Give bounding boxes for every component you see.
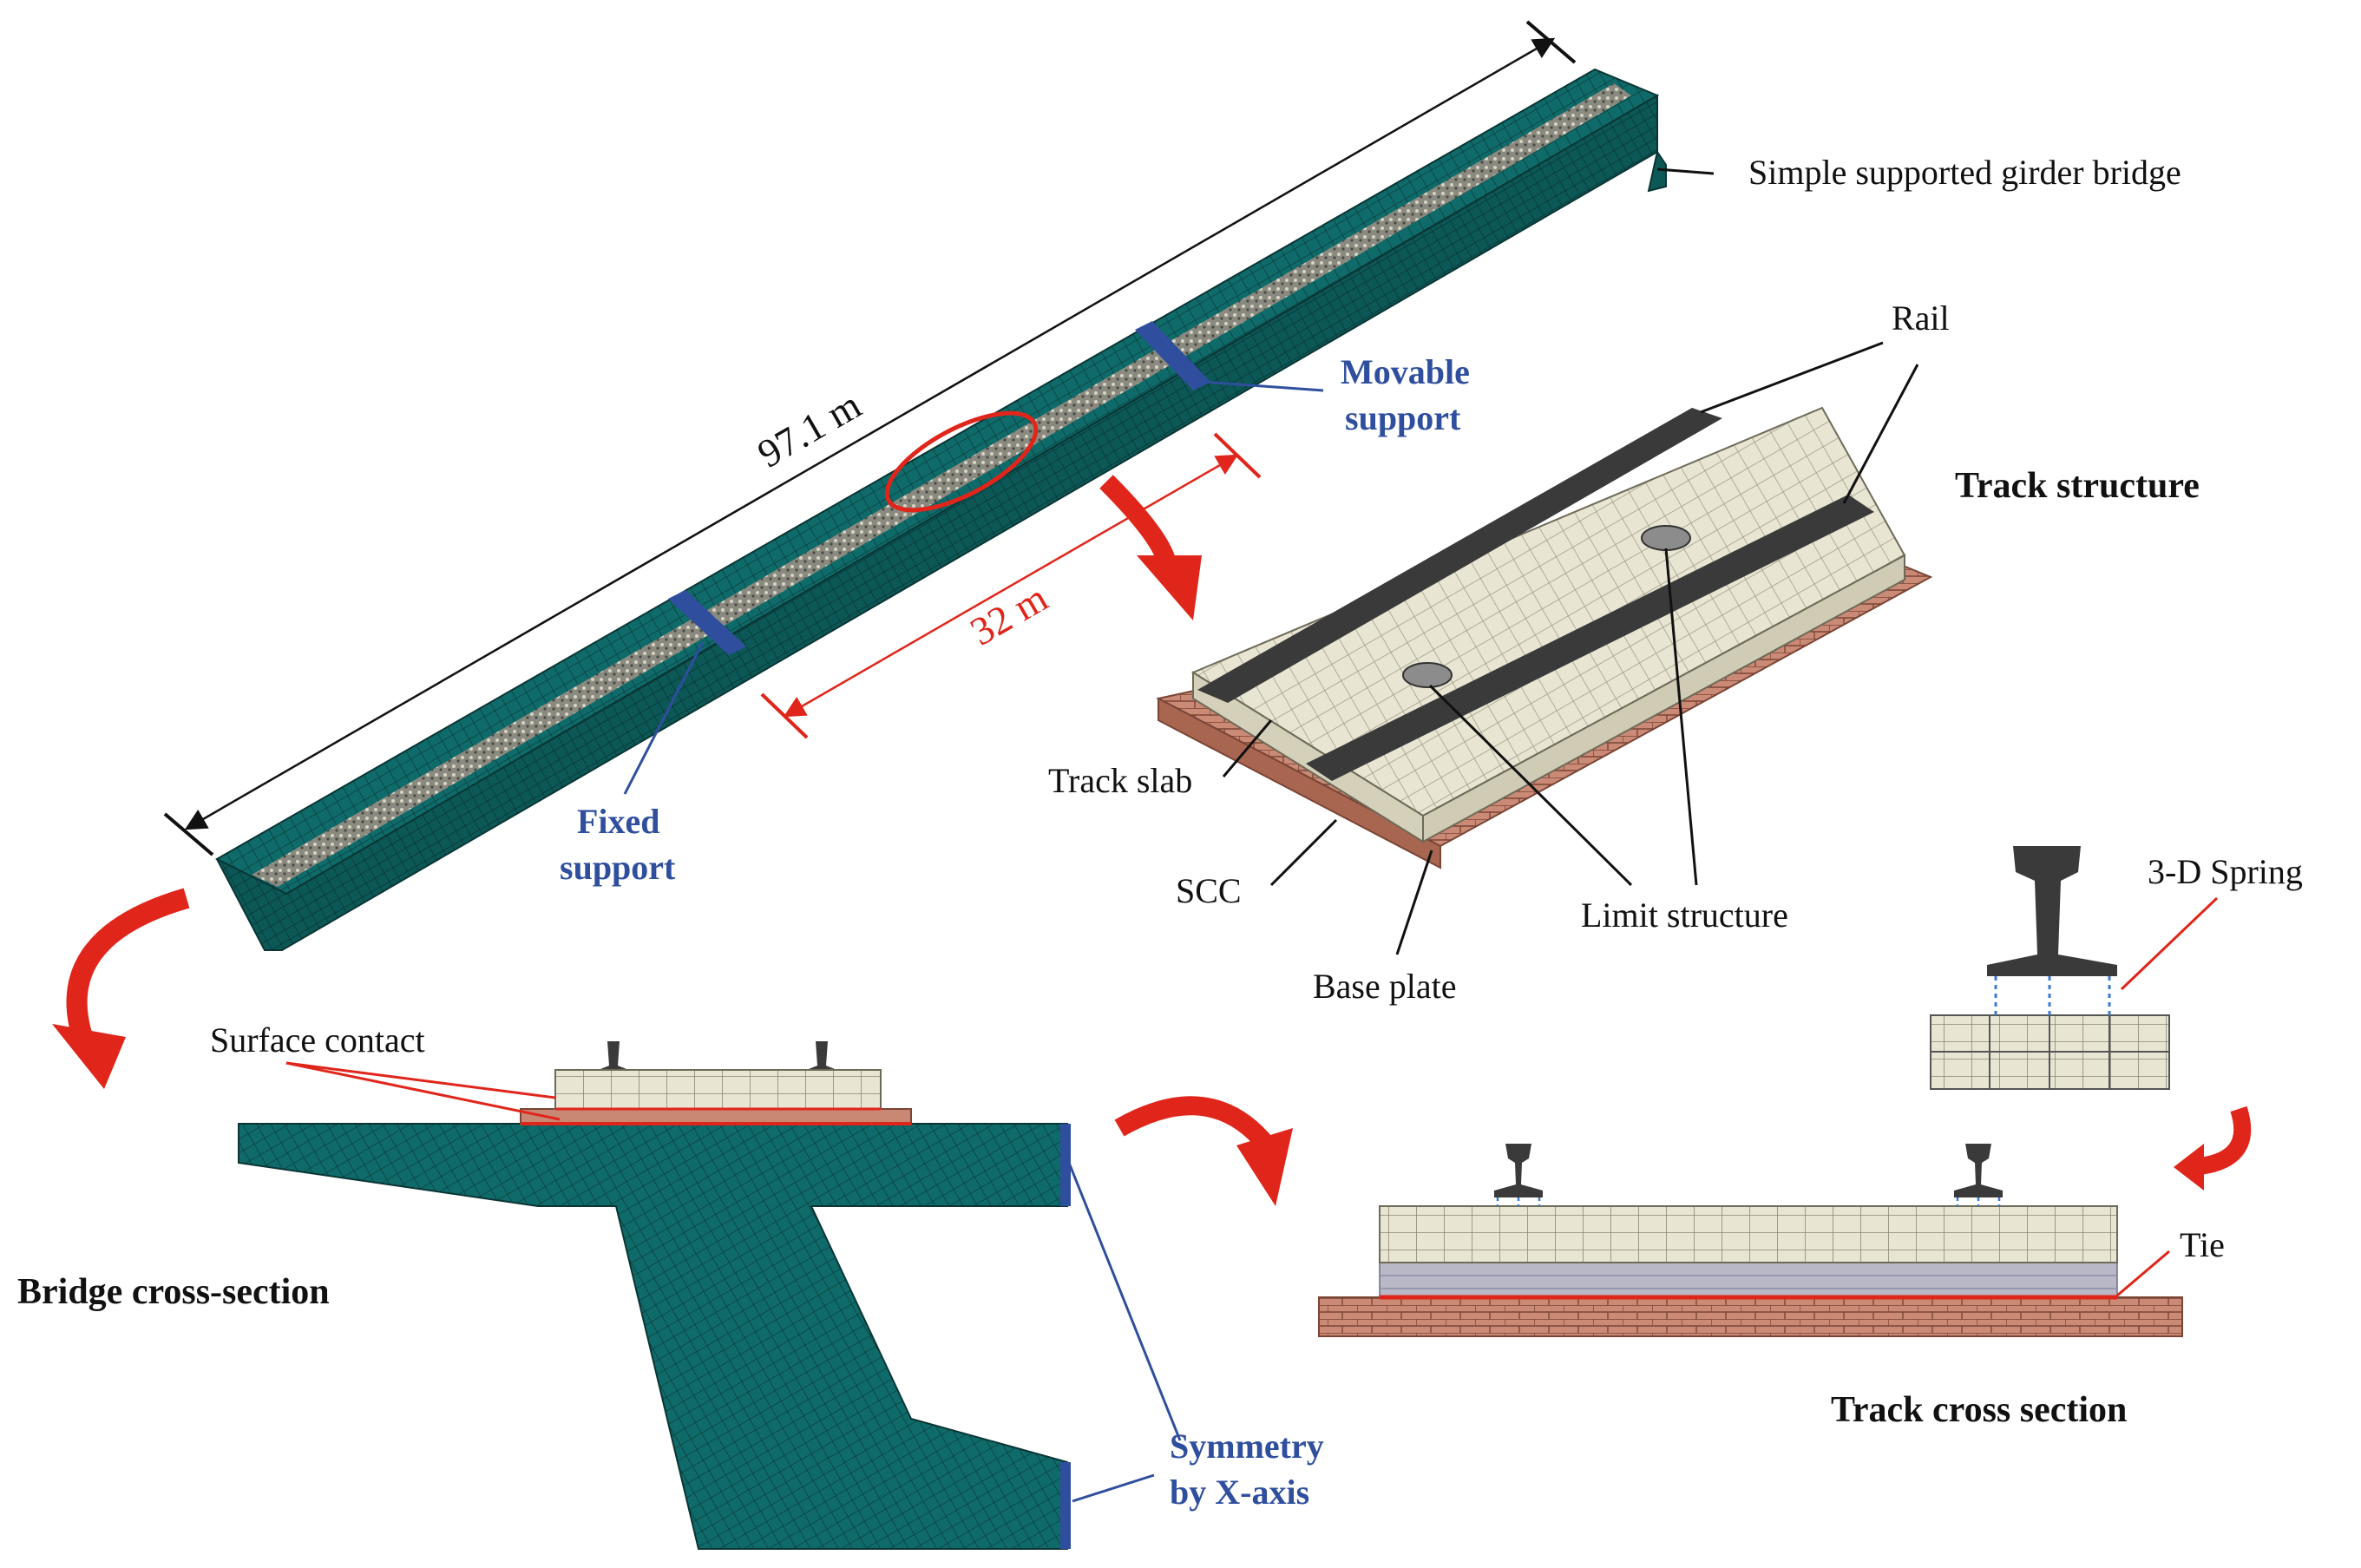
- track-structure-3d: [1156, 406, 1933, 869]
- symmetry-marker-bottom: [1060, 1462, 1071, 1549]
- track-slab-leader: [1222, 719, 1273, 777]
- red-arrow-to-bridge-section: [52, 888, 190, 1089]
- span-total-label: 97.1 m: [751, 382, 869, 476]
- spring-rail: [1987, 846, 2117, 976]
- symmetry-leader-2: [1072, 1473, 1155, 1503]
- fixed-support-leader: [623, 641, 705, 795]
- scc-leader: [1269, 818, 1338, 887]
- track-slab-label: Track slab: [1048, 761, 1192, 800]
- base-plate-leader: [1395, 850, 1433, 955]
- limit-structure-leader-2: [1664, 548, 1698, 886]
- spring-detail: 3-D Spring: [1930, 846, 2303, 1090]
- bridge-track-base: [520, 1108, 912, 1125]
- bridge-rail-left: [600, 1041, 626, 1069]
- track-section-springs: [1496, 1197, 2001, 1206]
- girder-web: [1647, 149, 1667, 193]
- track-section-rail-left: [1494, 1144, 1543, 1197]
- bridge-cross-section-title: Bridge cross-section: [17, 1272, 330, 1312]
- track-slab-end: [1422, 554, 1905, 843]
- symmetry-label-2: by X-axis: [1170, 1473, 1309, 1512]
- track-cross-section-title: Track cross section: [1831, 1390, 2127, 1430]
- spring-label: 3-D Spring: [2148, 852, 2303, 891]
- red-arrow-to-spring: [2174, 1105, 2252, 1191]
- rail-leader-2: [1842, 364, 1919, 504]
- fixed-support-label-2: support: [560, 848, 676, 887]
- base-plate-label: Base plate: [1313, 967, 1457, 1006]
- symmetry-label-1: Symmetry: [1170, 1427, 1324, 1466]
- red-arrow-to-track-section: [1114, 1096, 1293, 1206]
- bridge-track-slab: [554, 1069, 882, 1110]
- spring-lines: [1994, 976, 2111, 1015]
- fixed-support-label-1: Fixed: [577, 802, 660, 841]
- track-section-base: [1318, 1296, 2183, 1337]
- limit-structure-2: [1641, 525, 1691, 551]
- track-section-rail-right: [1954, 1144, 2003, 1197]
- red-arrow-to-track: [1099, 475, 1202, 620]
- track-cross-section: [1318, 1144, 2183, 1337]
- track-section-slab: [1379, 1205, 2118, 1263]
- tie-label: Tie: [2180, 1225, 2225, 1264]
- bridge-cross-section: [238, 1041, 1071, 1550]
- base-plate-side: [1158, 697, 1441, 869]
- bridge-section-shape: [238, 1123, 1068, 1550]
- tie-leader: [2116, 1250, 2170, 1297]
- limit-structure-label: Limit structure: [1581, 896, 1788, 935]
- track-structure-title: Track structure: [1955, 466, 2200, 506]
- movable-support-leader: [1201, 380, 1324, 392]
- spring-leader: [2120, 896, 2219, 991]
- movable-support-label-1: Movable: [1341, 352, 1470, 391]
- bridge-rail-right: [809, 1041, 835, 1069]
- track-section-scc: [1379, 1262, 2118, 1298]
- girder-label-leader: [1656, 167, 1715, 175]
- symmetry-leader-1: [1064, 1153, 1182, 1441]
- scc-label: SCC: [1176, 871, 1242, 910]
- limit-structure-leader-1: [1428, 684, 1633, 887]
- surface-contact-leader: [285, 1061, 561, 1121]
- surface-contact-label: Surface contact: [210, 1020, 425, 1060]
- rail-leader-1: [1700, 341, 1884, 414]
- movable-support-label-2: support: [1345, 398, 1461, 437]
- rail-left: [1197, 408, 1722, 703]
- rail-label: Rail: [1892, 299, 1950, 338]
- rail-right: [1306, 495, 1874, 781]
- girder-label: Simple supported girder bridge: [1748, 153, 2181, 192]
- symmetry-marker-top: [1060, 1124, 1071, 1206]
- limit-structure-1: [1402, 662, 1453, 688]
